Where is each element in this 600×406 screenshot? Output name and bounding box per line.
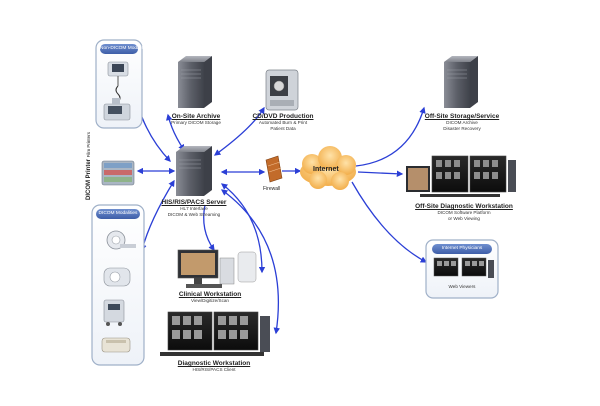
arrow-server-diagnostic xyxy=(220,189,280,335)
non-dicom-panel xyxy=(95,39,143,129)
cd-dvd-robot xyxy=(265,69,299,111)
his-server-label: HIS/RIS/PACS Server HL7 Interface DICOM … xyxy=(156,199,232,217)
offsite-storage-sub1: DICOM Archive xyxy=(446,120,478,126)
onsite-archive-subtitle: Primary DICOM Storage xyxy=(171,120,221,126)
non-dicom-panel-header: Non-DICOM Modalities xyxy=(100,44,149,54)
his-server-title: HIS/RIS/PACS Server xyxy=(161,199,227,206)
film-digitizer-icon xyxy=(101,337,131,353)
arrow-server-cd-dvd xyxy=(213,106,265,156)
dicom-panel xyxy=(91,204,145,366)
offsite-workstation-title: Off-Site Diagnostic Workstation xyxy=(415,203,513,210)
xray-cart-icon xyxy=(103,299,125,326)
arrow-internet-offsite-workstation xyxy=(357,170,404,178)
firewall-icon xyxy=(265,155,283,183)
onsite-archive-server xyxy=(178,56,212,108)
offsite-storage-sub2: Disaster Recovery xyxy=(443,125,481,131)
offsite-storage-server xyxy=(444,56,478,108)
cd-dvd-label: CD/DVD Production Automated Burn & Print… xyxy=(252,113,314,131)
diagnostic-workstation xyxy=(160,311,270,356)
internet-physicians-panel-header: Internet Physicians xyxy=(432,244,492,254)
dicom-printer-subtitle: Film Printers xyxy=(86,132,91,158)
dicom-printer-title: DICOM Printer xyxy=(86,158,92,200)
offsite-storage-title: Off-Site Storage/Service xyxy=(424,113,500,120)
his-server-sub2: DICOM & Web Streaming xyxy=(167,211,221,217)
arrow-server-clinical2 xyxy=(203,204,215,252)
cd-dvd-sub1: Automated Burn & Print xyxy=(258,120,308,126)
arrow-internet-physicians xyxy=(351,181,428,263)
offsite-workstation-sub2: or Web Viewing xyxy=(447,215,480,221)
offsite-workstation xyxy=(406,155,516,197)
cd-dvd-title: CD/DVD Production xyxy=(252,113,314,120)
clinical-workstation xyxy=(177,249,257,288)
diagnostic-workstation-subtitle: HIS/RIS/PACS Client xyxy=(192,367,236,373)
onsite-archive-label: On-Site Archive Primary DICOM Storage xyxy=(166,113,226,126)
offsite-workstation-label: Off-Site Diagnostic Workstation DICOM So… xyxy=(412,203,516,221)
his-server-sub1: HL7 Interface xyxy=(180,206,208,212)
onsite-archive-title: On-Site Archive xyxy=(171,113,221,120)
dicom-printer-label: DICOM Printer Film Printers xyxy=(86,132,92,200)
dicom-panel-header: DICOM Modalities xyxy=(96,209,140,219)
web-viewers-label: Web Viewers xyxy=(448,284,476,289)
offsite-workstation-sub1: DICOM Software Platform xyxy=(437,210,491,216)
clinical-workstation-subtitle: View/Digitize/Scan xyxy=(191,298,229,304)
arrow-server-onsite-archive xyxy=(166,113,185,152)
diagnostic-workstation-label: Diagnostic Workstation HIS/RIS/PACS Clie… xyxy=(174,360,254,373)
clinical-workstation-label: Clinical Workstation View/Digitize/Scan xyxy=(172,291,248,304)
connection-arrows xyxy=(136,104,428,335)
internet-physicians-panel xyxy=(425,239,499,299)
arrow-internet-offsite-storage xyxy=(355,106,426,167)
cd-dvd-sub2: Patient Data xyxy=(270,125,296,131)
clinical-workstation-title: Clinical Workstation xyxy=(178,291,242,298)
offsite-storage-label: Off-Site Storage/Service DICOM Archive D… xyxy=(422,113,502,131)
his-ris-pacs-server xyxy=(176,146,212,196)
dicom-printer xyxy=(101,160,135,186)
internet-cloud xyxy=(300,146,356,190)
diagnostic-workstation-title: Diagnostic Workstation xyxy=(177,360,251,367)
firewall-label: Firewall xyxy=(263,186,281,192)
mri-scanner-icon xyxy=(103,267,131,287)
ct-scanner-icon xyxy=(106,230,136,250)
internet-label: Internet xyxy=(313,166,339,173)
ultrasound-icon xyxy=(103,98,131,121)
